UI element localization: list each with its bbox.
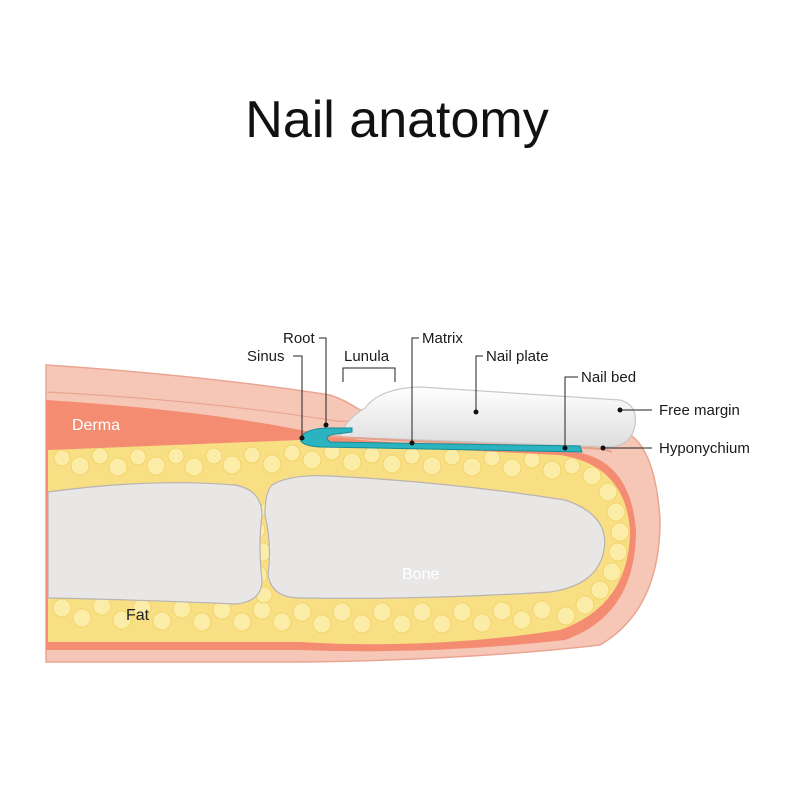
label-bone: Bone	[402, 566, 439, 583]
label-nail-plate: Nail plate	[486, 348, 549, 365]
distal-phalanx-bone	[264, 475, 606, 599]
label-matrix: Matrix	[422, 330, 463, 347]
label-fat: Fat	[126, 607, 150, 624]
matrix	[299, 427, 583, 453]
label-free-margin: Free margin	[659, 402, 740, 419]
label-lunula: Lunula	[344, 348, 390, 365]
nail-plate	[339, 386, 637, 448]
label-derma: Derma	[72, 417, 120, 434]
middle-phalanx-bone	[47, 482, 263, 605]
label-sinus: Sinus	[247, 348, 285, 365]
label-nail-bed: Nail bed	[581, 369, 636, 386]
label-hyponychium: Hyponychium	[659, 440, 750, 457]
leader-lines	[293, 337, 652, 451]
label-root: Root	[283, 330, 316, 347]
diagram-title: Nail anatomy	[245, 91, 548, 149]
